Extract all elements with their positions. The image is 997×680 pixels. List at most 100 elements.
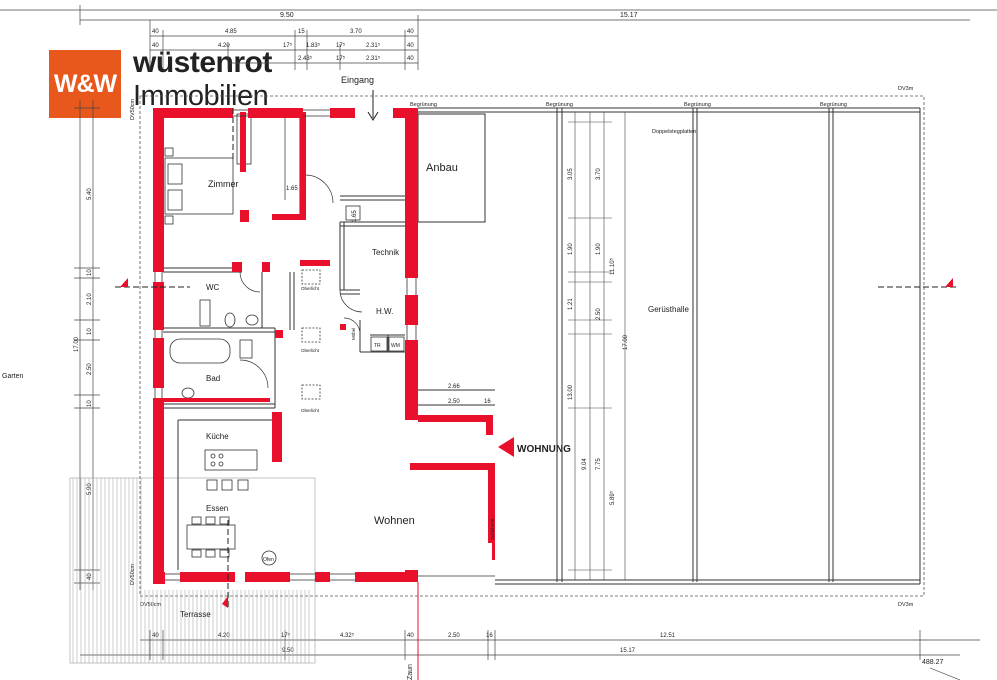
label-zaun: Zaun bbox=[407, 664, 414, 680]
toilet-wc bbox=[224, 312, 236, 328]
room-wc: WC bbox=[206, 283, 220, 292]
stove-burner-4 bbox=[218, 461, 224, 467]
dim-15: 15 bbox=[298, 29, 305, 35]
label-dv50-left: DV50cm bbox=[130, 98, 136, 120]
dim-bot-175: 17⁵ bbox=[281, 632, 291, 639]
label-dv50-bottom: DV50cm bbox=[140, 602, 162, 608]
stool-3 bbox=[237, 479, 249, 491]
label-oberlicht-1: Oberlicht bbox=[301, 286, 320, 291]
dim-r-1300: 13.00 bbox=[568, 384, 574, 400]
interior-lines bbox=[163, 113, 495, 573]
dim-231-a: 2.31⁵ bbox=[366, 42, 381, 49]
wc-shelf bbox=[199, 299, 211, 327]
walls-red bbox=[153, 108, 495, 584]
label-begruenung-3: Begrünung bbox=[684, 102, 711, 108]
washing-machine bbox=[388, 336, 405, 352]
washbasin bbox=[239, 339, 253, 359]
dim-bot-40-b: 40 bbox=[407, 633, 414, 639]
stove-burner-2 bbox=[218, 453, 224, 459]
dim-r-904: 9.04 bbox=[582, 458, 588, 470]
brand-logo-mark: W&W bbox=[53, 69, 117, 98]
nightstand-1 bbox=[164, 215, 174, 225]
dim-r-190-a: 1.90 bbox=[568, 243, 574, 255]
room-geruesthalle: Gerüsthalle bbox=[648, 305, 689, 314]
label-165: 1.65 bbox=[286, 186, 298, 192]
dim-183: 1.83⁵ bbox=[306, 42, 321, 49]
room-wohnen: Wohnen bbox=[374, 515, 415, 527]
stool-2 bbox=[221, 479, 233, 491]
dim-243: 2.43⁵ bbox=[298, 55, 313, 62]
room-hw: H.W. bbox=[376, 307, 393, 316]
label-moebel: Möbel bbox=[351, 328, 356, 340]
nightstand-2 bbox=[164, 147, 174, 157]
dim-r-305: 3.05 bbox=[568, 168, 574, 180]
label-ofen: Ofen bbox=[263, 557, 274, 563]
dim-top-1517: 15.17 bbox=[620, 12, 638, 19]
dim-left-1700: 17.00 bbox=[74, 336, 80, 352]
room-anbau: Anbau bbox=[426, 162, 458, 174]
halle-outline bbox=[139, 95, 925, 597]
dim-bot-420: 4.20 bbox=[218, 633, 230, 639]
dim-bot-950: 9.50 bbox=[282, 648, 294, 654]
dim-r-589: 5.89⁵ bbox=[609, 490, 616, 505]
pillow-1 bbox=[167, 163, 183, 185]
dim-r-370: 3.70 bbox=[596, 168, 602, 180]
label-oberlicht-3: Oberlicht bbox=[301, 408, 320, 413]
halle-dimension-lines bbox=[568, 112, 626, 580]
stove-burner-1 bbox=[210, 453, 216, 459]
brand-logo: W&W bbox=[49, 50, 121, 118]
chair-3 bbox=[219, 516, 230, 525]
dim-r-190-b: 1.90 bbox=[596, 243, 602, 255]
label-begruenung-1: Begrünung bbox=[410, 102, 437, 108]
dim-250-b: 2.50 bbox=[448, 399, 460, 405]
label-tr: TR bbox=[374, 343, 381, 349]
label-wm: WM bbox=[391, 343, 400, 349]
entrance-arrow-icon bbox=[367, 90, 379, 121]
dim-left-250: 2.50 bbox=[87, 363, 93, 375]
section-marker-right-icon bbox=[945, 278, 953, 287]
stove-burner-3 bbox=[210, 461, 216, 467]
elevation-leader bbox=[929, 667, 961, 680]
dim-bot-1251: 12.51 bbox=[660, 633, 676, 639]
label-eingang: Eingang bbox=[341, 75, 374, 85]
washbasin-wc bbox=[245, 314, 259, 326]
pillow-2 bbox=[167, 189, 183, 211]
dim-r-121: 1.21 bbox=[568, 298, 574, 310]
windows bbox=[154, 109, 495, 581]
dim-left-10-a: 10 bbox=[87, 269, 93, 276]
label-wohnung: WOHNUNG bbox=[517, 444, 571, 455]
section-marker-bottom-icon bbox=[222, 596, 228, 608]
chair-5 bbox=[205, 549, 216, 558]
dim-40-b: 40 bbox=[407, 29, 414, 35]
label-dv3-top: DV3m bbox=[898, 86, 914, 92]
dim-left-40: 40 bbox=[87, 573, 93, 580]
dim-left-210: 2.10 bbox=[87, 293, 93, 305]
label-dv3-bottom: DV3m bbox=[898, 602, 914, 608]
dryer bbox=[370, 336, 388, 352]
terrasse-hatch bbox=[69, 477, 316, 664]
dim-bot-1517: 15.17 bbox=[620, 648, 636, 654]
dim-r-775: 7.75 bbox=[596, 458, 602, 470]
skylight-3 bbox=[301, 384, 321, 400]
dimension-lines-bottom bbox=[80, 625, 980, 680]
skylight-1 bbox=[301, 269, 321, 285]
brand-name: wüstenrot bbox=[133, 46, 272, 79]
room-zimmer: Zimmer bbox=[208, 179, 239, 189]
dim-bot-16: 16 bbox=[486, 633, 493, 639]
dimension-lines-top bbox=[0, 5, 997, 70]
dim-40-c: 40 bbox=[152, 43, 159, 49]
furniture bbox=[164, 113, 405, 566]
dim-40-a: 40 bbox=[152, 29, 159, 35]
label-garten: Garten bbox=[2, 373, 24, 380]
bathtub bbox=[169, 338, 231, 364]
chair-2 bbox=[205, 516, 216, 525]
dim-175-c: 17⁵ bbox=[336, 55, 346, 62]
dim-420: 4.20 bbox=[218, 43, 230, 49]
dim-bot-40-a: 40 bbox=[152, 633, 159, 639]
wohnung-marker-icon bbox=[498, 437, 514, 457]
dim-r-1700: 17.00 bbox=[623, 334, 629, 350]
kitchen-island bbox=[204, 449, 258, 471]
dim-bot-250: 2.50 bbox=[448, 633, 460, 639]
dim-175-b: 17⁵ bbox=[336, 42, 346, 49]
